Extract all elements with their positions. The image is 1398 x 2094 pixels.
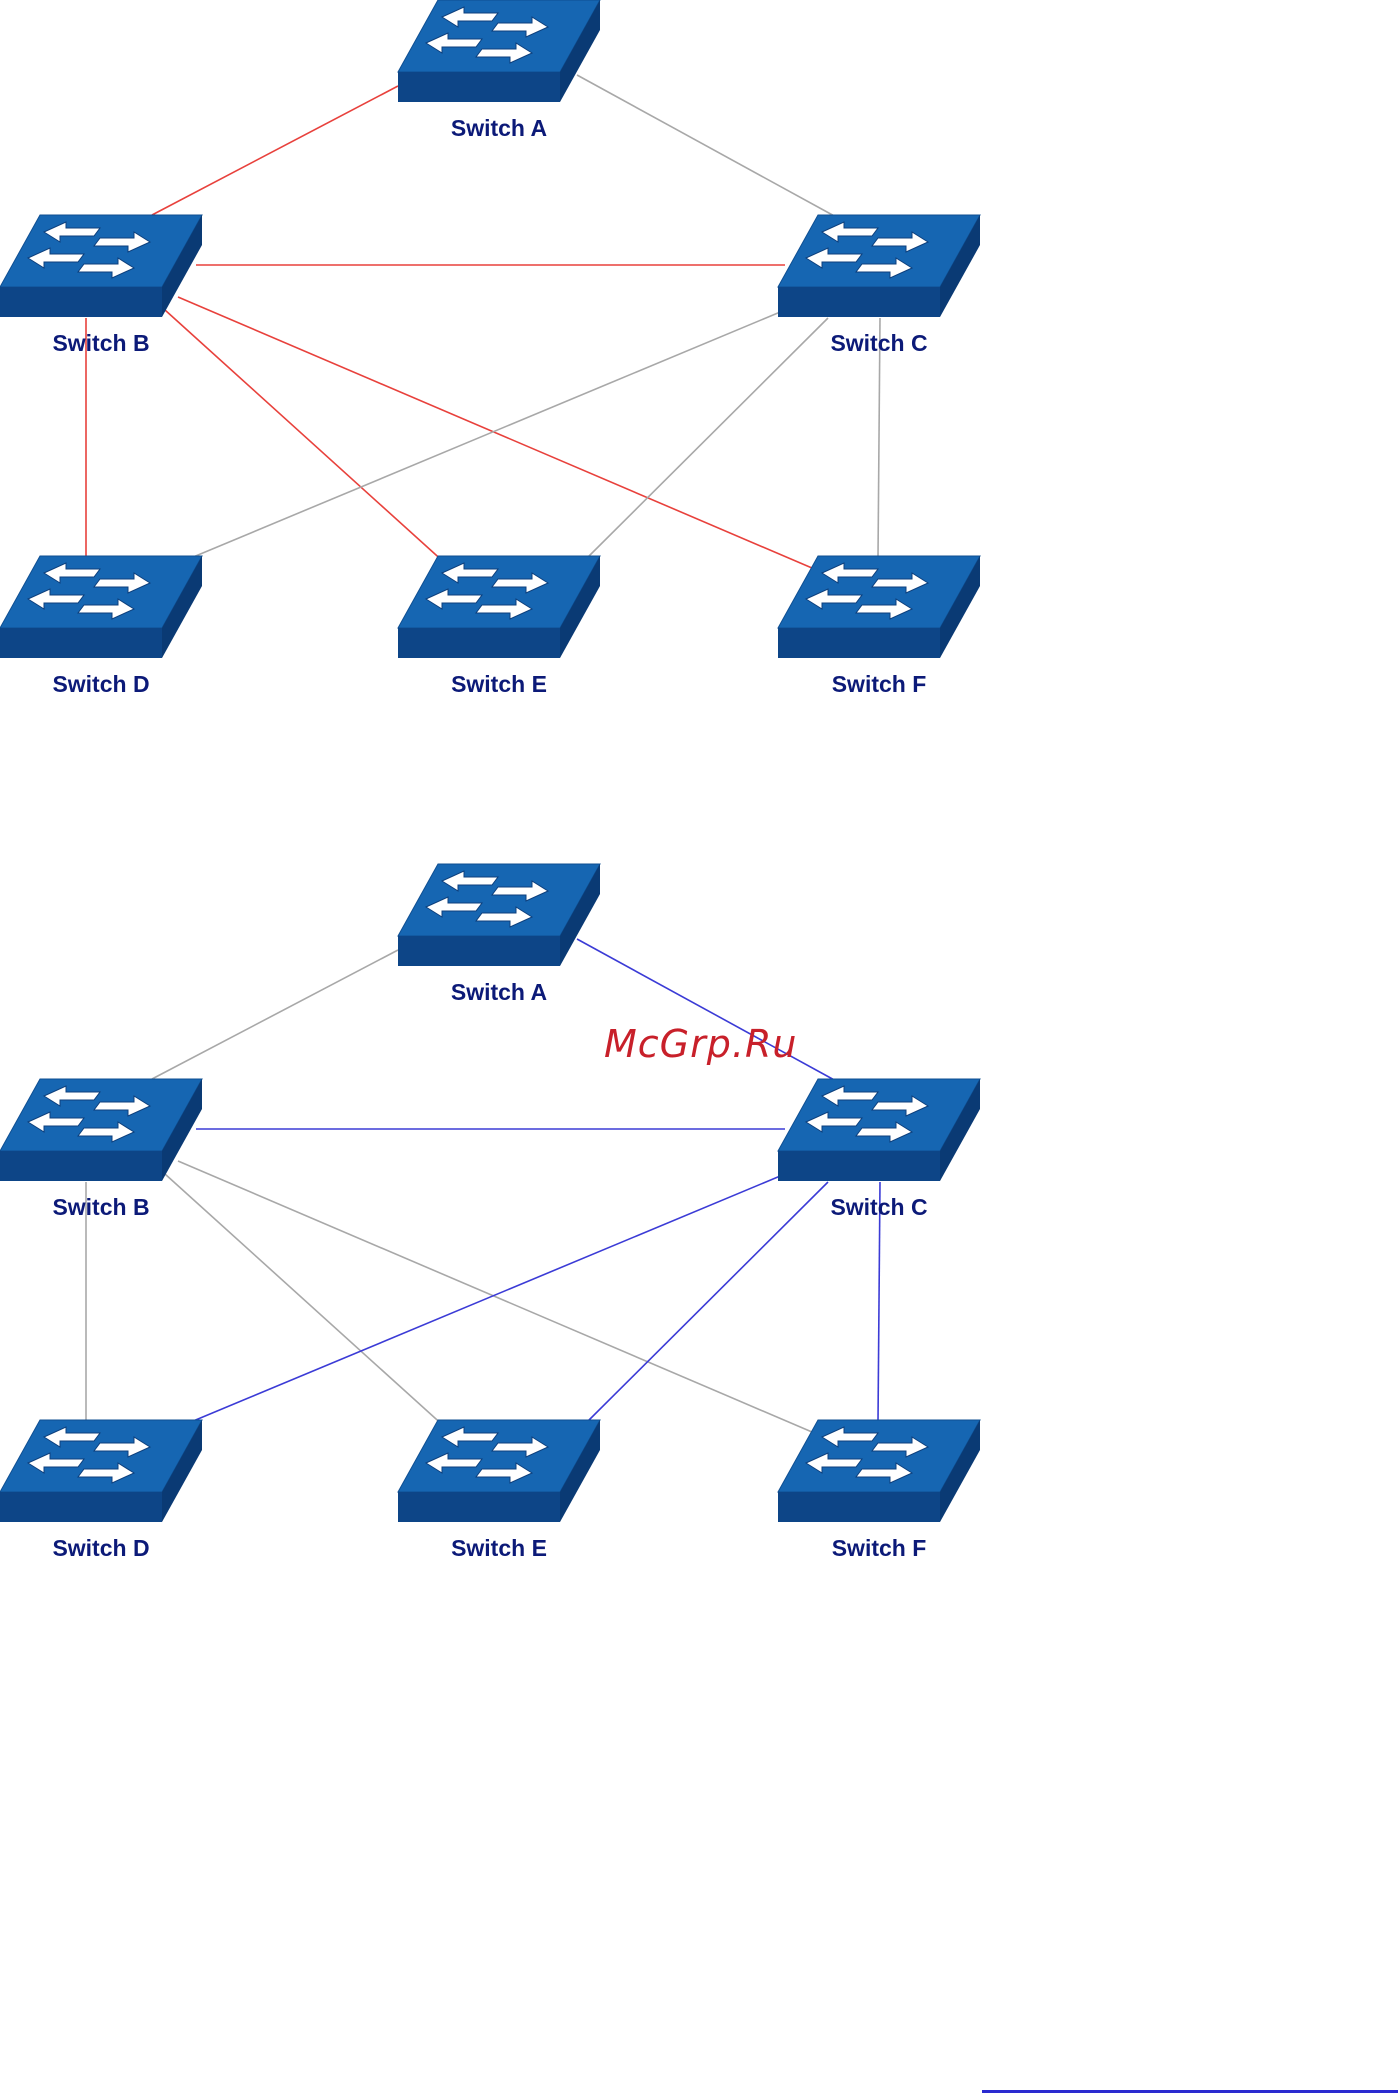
switch-front-face [778,1151,940,1181]
link-b-e [165,1174,446,1428]
switch-node-a: Switch A [398,864,600,1005]
link-c-e [583,318,828,562]
switch-front-face [398,936,560,966]
switch-front-face [0,1492,162,1522]
diagram-2: Switch A Switch B Switch C Switch D Switch E… [0,864,980,1561]
switch-front-face [778,628,940,658]
link-b-f [178,1161,826,1438]
switch-front-face [0,1151,162,1181]
switch-node-e: Switch E [398,556,600,697]
switch-front-face [398,72,560,102]
switch-label: Switch E [451,671,547,697]
diagram-1: Switch A Switch B Switch C Switch D Switch E… [0,0,980,697]
switch-front-face [398,628,560,658]
switch-node-d: Switch D [0,1420,202,1561]
switch-node-d: Switch D [0,556,202,697]
switch-layer: Switch A Switch B Switch C Switch D Switch E… [0,0,980,697]
switch-node-e: Switch E [398,1420,600,1561]
switch-node-f: Switch F [778,1420,980,1561]
watermark-text: McGrp.Ru [604,1022,797,1066]
switch-front-face [778,1492,940,1522]
switch-label: Switch C [830,330,927,356]
switch-label: Switch B [52,330,149,356]
switch-front-face [0,287,162,317]
link-c-d [186,310,785,560]
switch-label: Switch A [451,115,547,141]
link-a-c [577,75,838,218]
switch-label: Switch B [52,1194,149,1220]
switch-label: Switch A [451,979,547,1005]
link-a-b [152,86,398,215]
switch-node-f: Switch F [778,556,980,697]
switch-label: Switch C [830,1194,927,1220]
switch-node-c: Switch C [778,215,980,356]
switch-node-a: Switch A [398,0,600,141]
link-b-f [178,297,826,574]
switch-front-face [398,1492,560,1522]
footer-rule [982,2090,1398,2093]
link-layer [86,75,880,574]
link-layer [86,939,880,1438]
switch-label: Switch E [451,1535,547,1561]
link-c-d [186,1174,785,1424]
switch-node-c: Switch C [778,1079,980,1220]
switch-label: Switch D [52,671,149,697]
switch-label: Switch F [832,1535,927,1561]
link-b-e [165,310,446,564]
switch-front-face [0,628,162,658]
switch-layer: Switch A Switch B Switch C Switch D Switch E… [0,864,980,1561]
switch-label: Switch F [832,671,927,697]
switch-node-b: Switch B [0,1079,202,1220]
switch-label: Switch D [52,1535,149,1561]
link-a-b [152,950,398,1079]
switch-node-b: Switch B [0,215,202,356]
link-c-e [583,1182,828,1426]
switch-front-face [778,287,940,317]
